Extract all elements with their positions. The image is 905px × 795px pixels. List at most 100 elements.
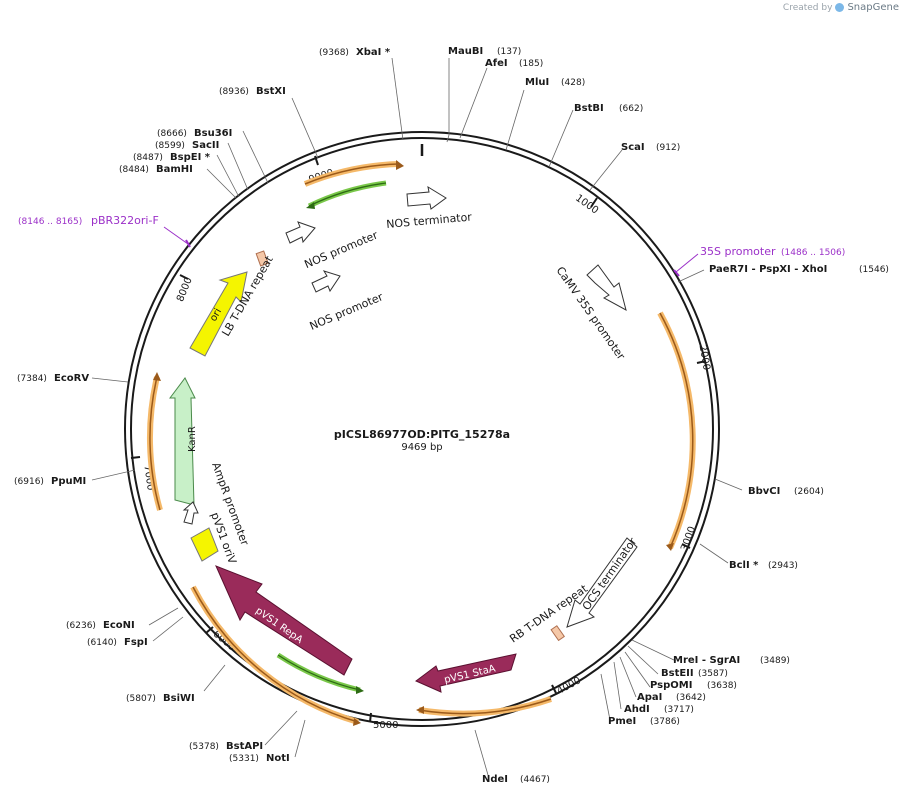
site-name: BamHI bbox=[156, 164, 193, 175]
orf-arc-bottom bbox=[418, 696, 552, 717]
site-bsiwi[interactable]: (5807) BsiWI bbox=[126, 693, 195, 704]
kanr-label: KanR bbox=[187, 426, 198, 452]
site-name: BclI * bbox=[729, 560, 759, 571]
credit-prefix: Created by bbox=[782, 2, 833, 13]
snapgene-logo-icon bbox=[835, 3, 845, 12]
site-pos: (4467) bbox=[520, 775, 550, 785]
site-pos: (3587) bbox=[698, 669, 728, 679]
primer-range: (1486 .. 1506) bbox=[781, 248, 845, 258]
tick-label-2000: 2000 bbox=[697, 344, 712, 371]
site-name: MluI bbox=[525, 77, 549, 88]
nos-promoter-label-2: NOS promoter bbox=[308, 290, 386, 333]
site-xbai[interactable]: (9368)XbaI * bbox=[319, 47, 391, 58]
tick-label-5000: 5000 bbox=[373, 720, 398, 731]
site-pos: (8599) bbox=[155, 141, 185, 151]
site-ecorv[interactable]: (7384) EcoRV bbox=[17, 373, 89, 384]
site-pos: (8666) bbox=[157, 129, 187, 139]
primer-35s-promoter[interactable]: 35S promoter (1486 .. 1506) bbox=[700, 245, 845, 258]
site-pos: (3717) bbox=[664, 705, 694, 715]
plasmid-name: pICSL86977OD:PITG_15278a bbox=[334, 428, 510, 441]
site-name: ScaI bbox=[621, 142, 645, 153]
site-pos: (2604) bbox=[794, 487, 824, 497]
site-bspei[interactable]: (8487)BspEI * bbox=[133, 152, 211, 163]
ocs-terminator-arrow bbox=[566, 537, 638, 628]
kanr-arrow bbox=[169, 377, 196, 506]
camv-35s-promoter-arrow bbox=[586, 264, 627, 311]
site-noti[interactable]: (5331)NotI bbox=[229, 753, 290, 764]
site-pos: (662) bbox=[619, 104, 643, 114]
site-fspi[interactable]: (6140)FspI bbox=[87, 637, 148, 648]
nos-terminator-arrow bbox=[406, 185, 447, 210]
site-maubi[interactable]: MauBI(137) bbox=[448, 46, 521, 57]
site-ahdi[interactable]: AhdI(3717) bbox=[624, 704, 694, 715]
site-pos: (9368) bbox=[319, 48, 349, 58]
site-name: EcoNI bbox=[103, 620, 135, 631]
site-pos: (5331) bbox=[229, 754, 259, 764]
site-name: PmeI bbox=[608, 716, 636, 727]
nos-promoter-arrow-2 bbox=[311, 270, 341, 293]
site-pos: (6916) bbox=[14, 477, 44, 487]
green-arcs bbox=[276, 180, 387, 694]
site-econi[interactable]: (6236) EcoNI bbox=[66, 620, 135, 631]
site-bsu36i[interactable]: (8666)Bsu36I bbox=[157, 128, 232, 139]
site-name: BstEII bbox=[661, 668, 694, 679]
orf-arcs bbox=[147, 160, 696, 726]
site-pos: (7384) bbox=[17, 374, 47, 384]
site-xhoi[interactable]: PaeR7I - PspXI - XhoI (1546) bbox=[709, 264, 889, 275]
site-sgrai[interactable]: MreI - SgrAI (3489) bbox=[673, 655, 790, 666]
site-leader-lines bbox=[91, 57, 743, 776]
nos-terminator-label: NOS terminator bbox=[386, 210, 473, 230]
pvs1-oriv-box bbox=[190, 527, 219, 562]
site-bbvci[interactable]: BbvCI (2604) bbox=[748, 486, 824, 497]
feature-arrows bbox=[169, 185, 638, 693]
site-name: PaeR7I - PspXI - XhoI bbox=[709, 264, 827, 275]
site-name: NdeI bbox=[482, 774, 508, 785]
site-apai[interactable]: ApaI (3642) bbox=[637, 692, 706, 703]
site-sacii[interactable]: (8599)SacII bbox=[155, 140, 219, 151]
site-bstapi[interactable]: (5378)BstAPI bbox=[189, 741, 263, 752]
nos-promoter-arrow-1 bbox=[285, 221, 316, 244]
site-name: BstAPI bbox=[226, 741, 263, 752]
site-bstxi[interactable]: (8936)BstXI bbox=[219, 86, 286, 97]
site-pspomi[interactable]: PspOMI(3638) bbox=[650, 680, 737, 691]
site-name: MreI - SgrAI bbox=[673, 655, 740, 666]
site-scai[interactable]: ScaI(912) bbox=[621, 142, 680, 153]
site-name: ApaI bbox=[637, 692, 662, 703]
green-arc-top bbox=[307, 180, 387, 209]
site-bcli[interactable]: BclI *(2943) bbox=[729, 560, 798, 571]
site-pos: (8487) bbox=[133, 153, 163, 163]
pvs1-staa-arrow bbox=[415, 653, 517, 693]
site-labels: (9368)XbaI * MauBI(137) AfeI(185) MluI(4… bbox=[14, 46, 889, 785]
site-pos: (6236) bbox=[66, 621, 96, 631]
site-name: PpuMI bbox=[51, 476, 86, 487]
site-name: BsiWI bbox=[163, 693, 195, 704]
site-pos: (1546) bbox=[859, 265, 889, 275]
site-pos: (6140) bbox=[87, 638, 117, 648]
primer-pbr322ori-f[interactable]: (8146 .. 8165) pBR322ori-F bbox=[18, 214, 159, 227]
site-pmei[interactable]: PmeI(3786) bbox=[608, 716, 680, 727]
site-bamhi[interactable]: (8484)BamHI bbox=[119, 164, 193, 175]
site-ndei[interactable]: NdeI (4467) bbox=[482, 774, 550, 785]
site-mlui[interactable]: MluI(428) bbox=[525, 77, 585, 88]
site-afei[interactable]: AfeI(185) bbox=[485, 58, 543, 69]
site-bsteii[interactable]: BstEII (3587) bbox=[661, 668, 728, 679]
site-pos: (3489) bbox=[760, 656, 790, 666]
plasmid-backbone bbox=[124, 131, 720, 727]
site-pos: (3642) bbox=[676, 693, 706, 703]
lb-tdna-repeat-box bbox=[255, 250, 269, 267]
site-name: BbvCI bbox=[748, 486, 780, 497]
site-pos: (5807) bbox=[126, 694, 156, 704]
site-name: BstXI bbox=[256, 86, 286, 97]
site-name: EcoRV bbox=[54, 373, 89, 384]
site-ppumi[interactable]: (6916) PpuMI bbox=[14, 476, 86, 487]
pvs1-repa-arrow bbox=[215, 565, 353, 676]
ampr-promoter-arrow bbox=[182, 501, 199, 525]
primer-markers: (8146 .. 8165) pBR322ori-F 35S promoter … bbox=[18, 214, 845, 277]
tick-label-8000: 8000 bbox=[175, 276, 195, 304]
site-bstbi[interactable]: BstBI(662) bbox=[574, 103, 643, 114]
center-label: pICSL86977OD:PITG_15278a 9469 bp bbox=[334, 428, 510, 453]
site-pos: (185) bbox=[519, 59, 543, 69]
site-name: MauBI bbox=[448, 46, 483, 57]
primer-name: 35S promoter bbox=[700, 245, 776, 258]
